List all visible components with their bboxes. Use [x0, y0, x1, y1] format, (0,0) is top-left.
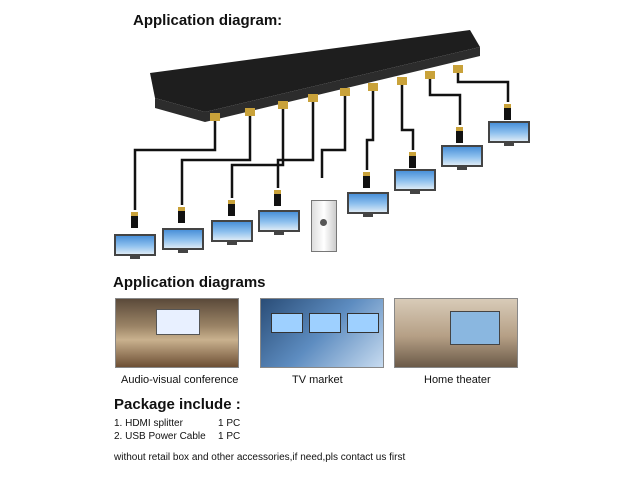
- package-item-name: 2. USB Power Cable: [114, 431, 206, 442]
- photo-caption: TV market: [292, 374, 343, 386]
- package-item-qty: 1 PC: [218, 431, 241, 442]
- home-theater-photo: [394, 298, 518, 368]
- display-monitor: [114, 234, 156, 259]
- source-player-device: [311, 200, 337, 252]
- package-item-name: 1. HDMI splitter: [114, 418, 183, 429]
- display-monitor: [441, 145, 483, 170]
- application-diagram: [114, 30, 530, 259]
- photo-caption: Home theater: [424, 374, 491, 386]
- hdmi-plug: [228, 200, 235, 216]
- package-title: Package include :: [114, 396, 241, 413]
- splitter-diagram-svg: [133, 30, 510, 210]
- photo-caption: Audio-visual conference: [121, 374, 239, 386]
- display-monitor: [488, 121, 530, 146]
- hdmi-plug: [363, 172, 370, 188]
- package-item-qty: 1 PC: [218, 418, 241, 429]
- hdmi-plug: [456, 127, 463, 143]
- output-ports: [210, 65, 463, 121]
- section-title: Application diagrams: [113, 274, 266, 291]
- conference-room-photo: [115, 298, 239, 368]
- package-note: without retail box and other accessories…: [114, 452, 406, 463]
- hdmi-plug: [178, 207, 185, 223]
- hdmi-plug: [274, 190, 281, 206]
- hdmi-cables: [133, 72, 510, 210]
- hdmi-plug: [504, 104, 511, 120]
- power-button-icon: [320, 219, 327, 226]
- hdmi-plug: [131, 212, 138, 228]
- page-title: Application diagram:: [133, 12, 283, 29]
- display-monitor: [347, 192, 389, 217]
- display-monitor: [258, 210, 300, 235]
- display-monitor: [211, 220, 253, 245]
- hdmi-splitter-device: [150, 30, 480, 112]
- display-monitor: [162, 228, 204, 253]
- display-monitor: [394, 169, 436, 194]
- tv-market-photo: [260, 298, 384, 368]
- hdmi-plug: [409, 152, 416, 168]
